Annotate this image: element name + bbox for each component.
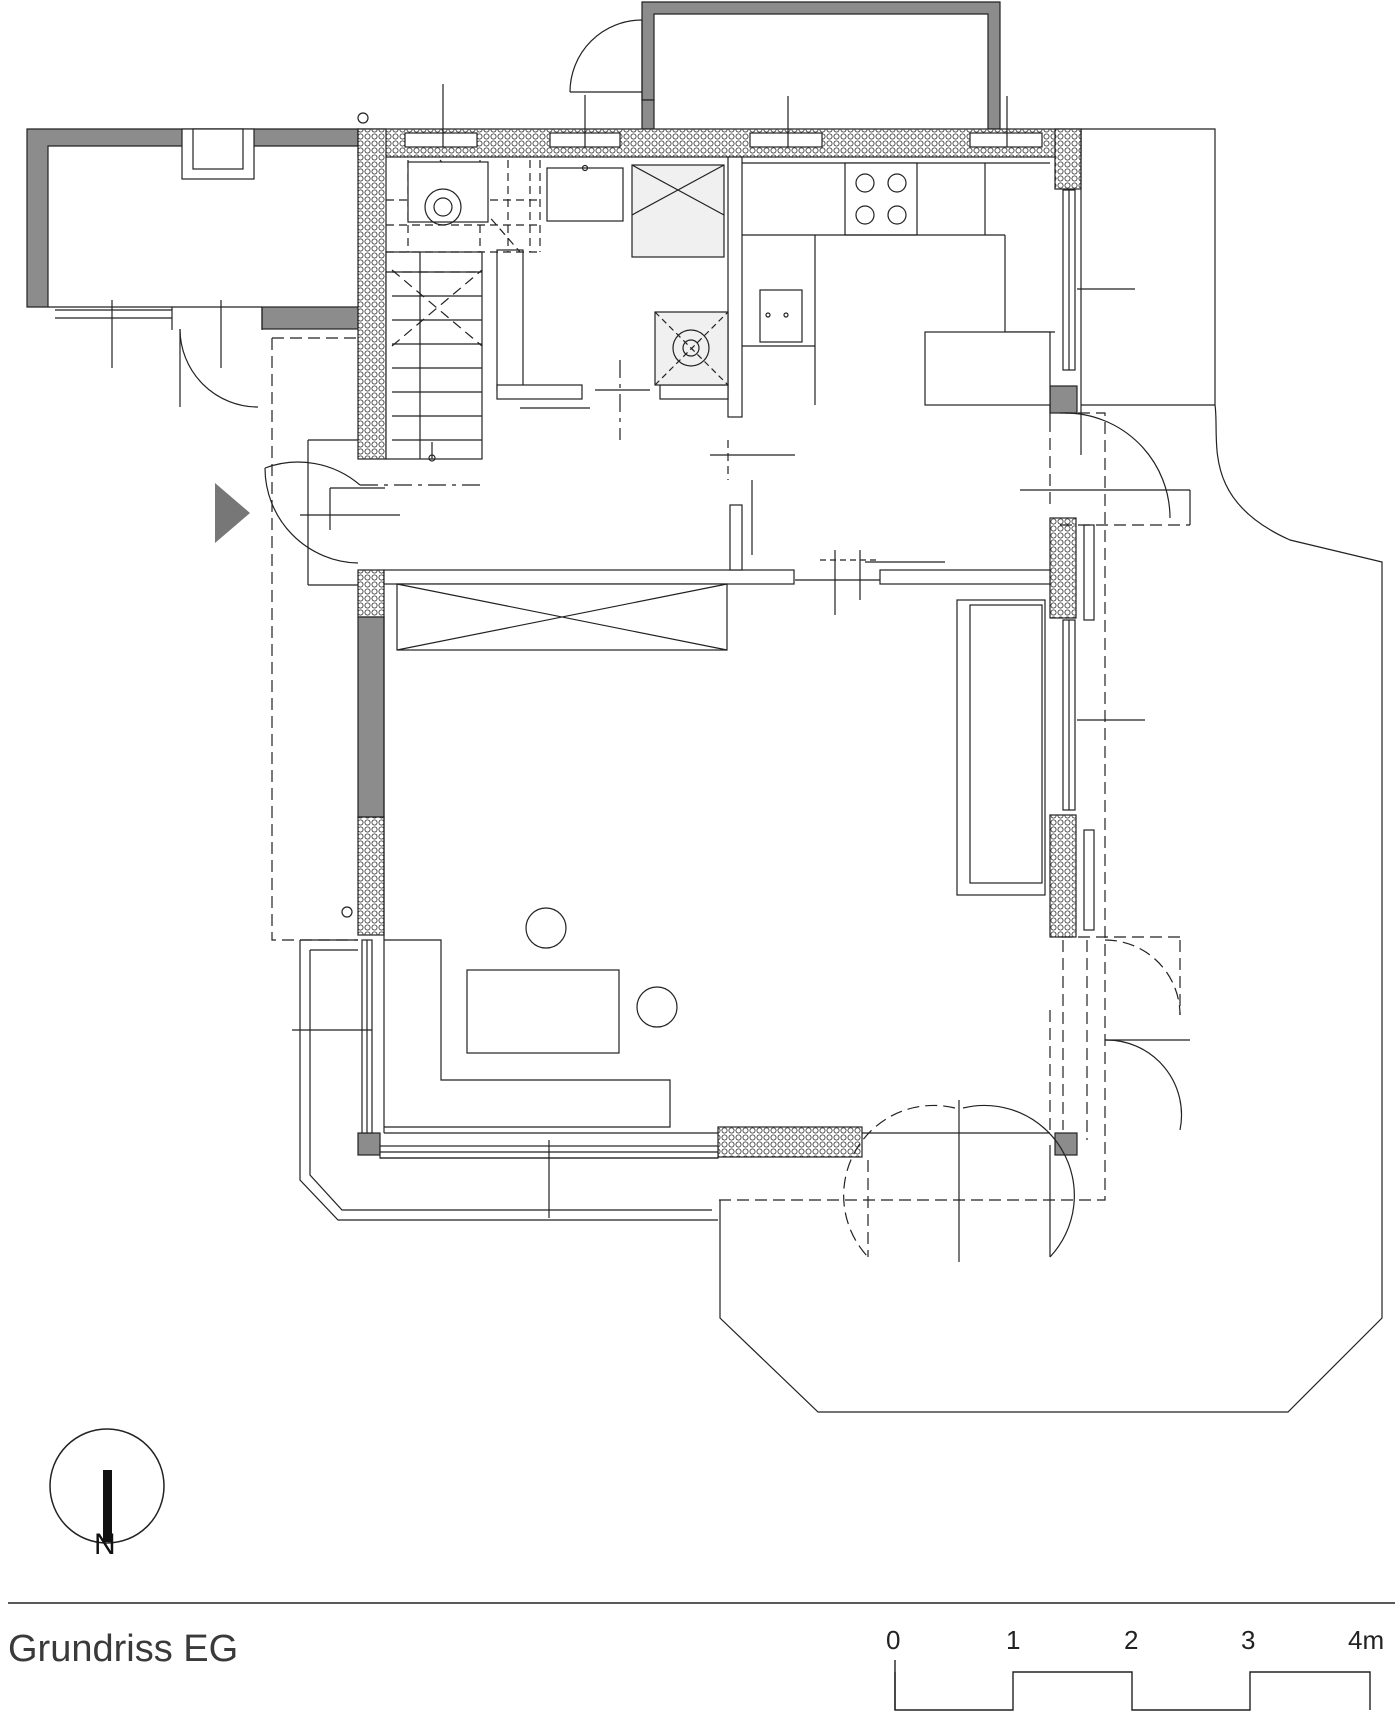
north-annex (569, 1, 1001, 130)
terraces (299, 128, 1383, 1413)
scale-tick-2: 2 (1124, 1625, 1139, 1655)
scale-bar (894, 1660, 1371, 1711)
entrance-arrow-icon (215, 483, 250, 543)
door-swings (843, 412, 1191, 1262)
living-area (384, 583, 1046, 1128)
scale-tick-0: 0 (886, 1625, 901, 1655)
west-annex (26, 128, 359, 408)
utility-fixtures (546, 164, 729, 386)
kitchen (742, 162, 1055, 420)
interior-walls (383, 156, 1051, 615)
scale-tick-1: 1 (1006, 1625, 1021, 1655)
entrance (264, 112, 480, 918)
staircase (385, 159, 541, 462)
exterior-walls (292, 84, 1145, 1218)
north-arrow (49, 1428, 165, 1544)
scale-tick-4: 4m (1348, 1625, 1385, 1655)
plan-title: Grundriss EG (8, 1628, 239, 1670)
north-label: N (94, 1528, 116, 1561)
scale-tick-3: 3 (1241, 1625, 1256, 1655)
